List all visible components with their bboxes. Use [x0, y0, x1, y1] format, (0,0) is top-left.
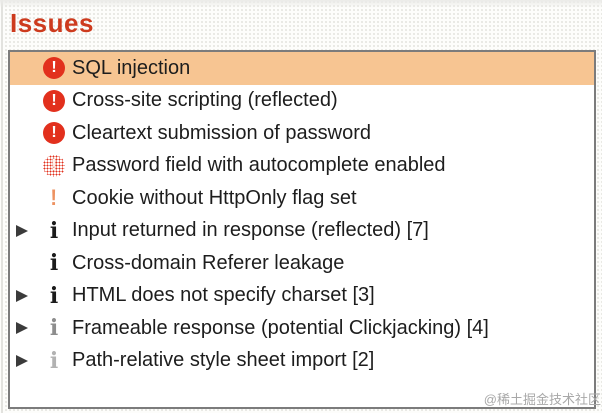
issue-row[interactable]: i Path-relative style sheet import [2] [10, 345, 594, 378]
severity-high-icon: ! [43, 89, 65, 112]
issue-row[interactable]: ! SQL injection [10, 52, 594, 85]
expand-arrow-icon[interactable] [16, 322, 28, 335]
issue-label: Input returned in response (reflected) [… [72, 219, 429, 242]
expand-arrow-icon[interactable] [16, 354, 28, 367]
expand-arrow-slot [10, 192, 38, 204]
info-faint-icon: i [49, 347, 59, 374]
left-panel-edge [1, 0, 3, 413]
expand-arrow-icon[interactable] [16, 224, 28, 237]
issue-row[interactable]: ! Cookie without HttpOnly flag set [10, 182, 594, 215]
issues-panel: ! SQL injection ! Cross-site scripting (… [8, 50, 596, 409]
expand-arrow-slot [10, 62, 38, 74]
info-icon: i [49, 282, 59, 309]
expand-arrow-slot [10, 160, 38, 172]
issue-label: Cleartext submission of password [72, 121, 372, 144]
severity-low-icon: ! [50, 185, 58, 211]
info-faded-icon: i [49, 315, 59, 342]
expand-arrow-icon[interactable] [16, 289, 28, 302]
expand-arrow-slot [10, 322, 38, 335]
issue-label: Path-relative style sheet import [2] [72, 349, 375, 372]
severity-high-faded-icon: ! [43, 154, 65, 177]
expand-arrow-slot [10, 224, 38, 237]
issue-label: Cookie without HttpOnly flag set [72, 186, 357, 209]
expand-arrow-slot [10, 257, 38, 269]
issue-row[interactable]: ! Cleartext submission of password [10, 117, 594, 150]
issue-row[interactable]: ! Cross-site scripting (reflected) [10, 85, 594, 118]
issue-row[interactable]: ! Password field with autocomplete enabl… [10, 150, 594, 183]
issue-row[interactable]: i Input returned in response (reflected)… [10, 215, 594, 248]
issue-label: SQL injection [72, 56, 191, 79]
top-shade [0, 0, 602, 8]
page-title: Issues [10, 8, 94, 38]
issues-list: ! SQL injection ! Cross-site scripting (… [10, 52, 594, 377]
issue-label: Cross-domain Referer leakage [72, 251, 345, 274]
info-icon: i [49, 250, 59, 277]
expand-arrow-slot [10, 354, 38, 367]
issue-label: HTML does not specify charset [3] [72, 284, 375, 307]
issue-row[interactable]: i Frameable response (potential Clickjac… [10, 312, 594, 345]
issue-label: Frameable response (potential Clickjacki… [72, 316, 489, 339]
issue-label: Password field with autocomplete enabled [72, 154, 446, 177]
watermark: @稀土掘金技术社区 [483, 392, 601, 407]
expand-arrow-slot [10, 95, 38, 107]
info-icon: i [49, 217, 59, 244]
severity-high-icon: ! [43, 57, 65, 80]
issue-row[interactable]: i Cross-domain Referer leakage [10, 247, 594, 280]
expand-arrow-slot [10, 289, 38, 302]
issue-row[interactable]: i HTML does not specify charset [3] [10, 280, 594, 313]
issue-label: Cross-site scripting (reflected) [72, 89, 338, 112]
severity-high-icon: ! [43, 122, 65, 145]
expand-arrow-slot [10, 127, 38, 139]
